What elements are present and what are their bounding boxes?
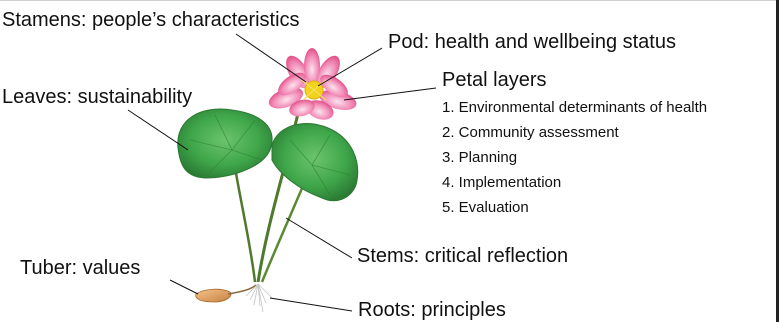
label-tuber: Tuber: values <box>20 257 140 279</box>
petal-list-item: 5. Evaluation <box>442 199 529 217</box>
leaf-right <box>272 123 358 200</box>
label-roots: Roots: principles <box>358 299 506 321</box>
petal-list-item: 1. Environmental determinants of health <box>442 99 707 117</box>
leader-leaves <box>128 110 188 150</box>
petal-list-item: 4. Implementation <box>442 174 561 192</box>
lotus-flower <box>266 48 359 123</box>
leader-tuber <box>170 280 198 294</box>
leader-stems <box>286 218 352 258</box>
tuber <box>196 289 231 302</box>
petal-list-item: 2. Community assessment <box>442 124 619 142</box>
label-stamens: Stamens: people’s characteristics <box>2 9 300 31</box>
label-leaves: Leaves: sustainability <box>2 86 192 108</box>
label-petal-layers: Petal layers <box>442 69 547 91</box>
label-pod: Pod: health and wellbeing status <box>388 31 676 53</box>
leader-roots <box>270 298 352 311</box>
label-stems: Stems: critical reflection <box>357 245 568 267</box>
leaf-left <box>178 109 272 178</box>
leader-petal <box>344 88 436 100</box>
petal-list-item: 3. Planning <box>442 149 517 167</box>
